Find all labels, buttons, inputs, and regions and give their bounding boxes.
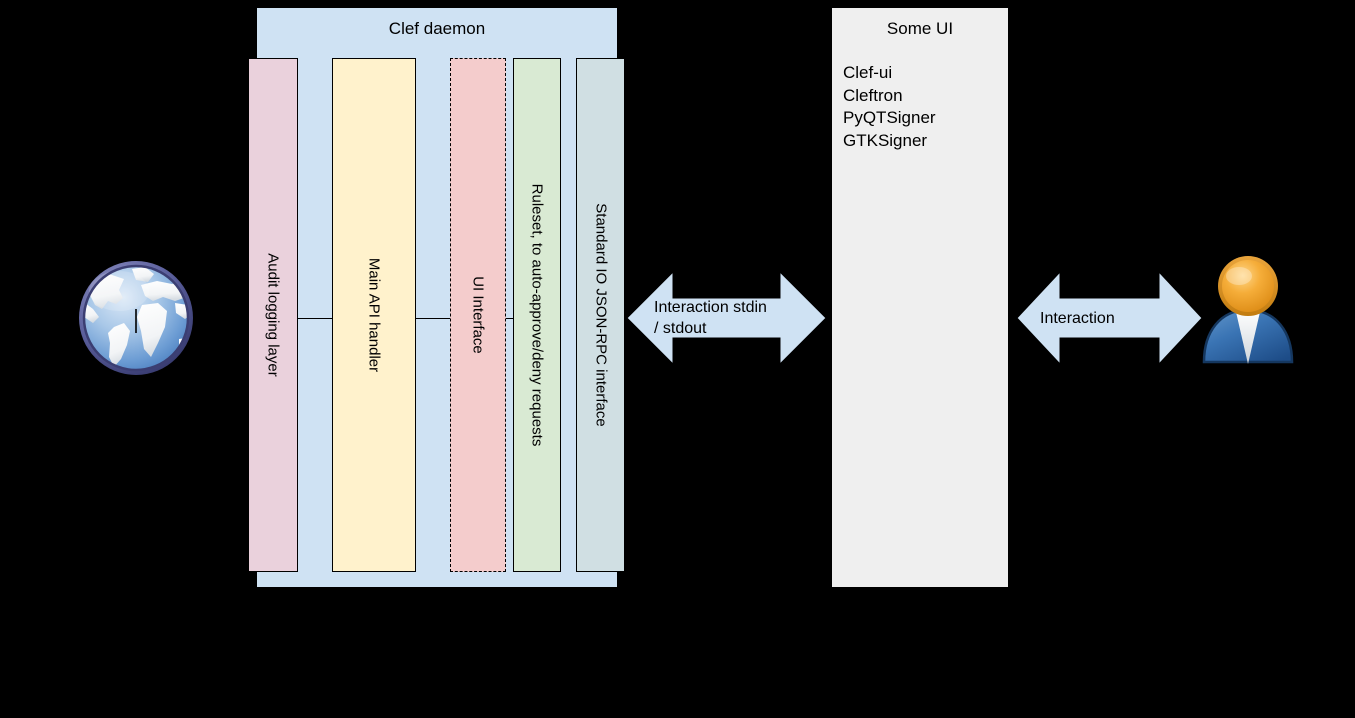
column-ui-interface: UI Interface: [450, 58, 506, 572]
list-item: Clef-ui: [843, 63, 893, 82]
user-arrow-label: Interaction: [1040, 310, 1115, 327]
list-item: Cleftron: [843, 85, 903, 105]
stdio-arrow-label: Interaction stdin / stdout: [654, 299, 767, 337]
column-standard-io-json-rpc: Standard IO JSON-RPC interface: [576, 58, 625, 572]
user-arrow: [1017, 272, 1202, 364]
column-label-standard-io-json-rpc: Standard IO JSON-RPC interface: [592, 203, 609, 427]
connector-line-audit-api: [298, 318, 332, 319]
column-audit-logging-layer: Audit logging layer: [248, 58, 298, 572]
column-label-ruleset: Ruleset, to auto-approve/deny requests: [528, 183, 546, 447]
column-label-ui-interface: UI Interface: [469, 276, 487, 354]
some-ui-title: Some UI: [886, 19, 954, 38]
user-icon: [1196, 252, 1300, 364]
some-ui-list: Clef-ui Cleftron PyQTSigner GTKSigner: [843, 62, 1008, 152]
clef-daemon-container: [257, 8, 617, 587]
some-ui-panel: [832, 8, 1008, 587]
column-ruleset: Ruleset, to auto-approve/deny requests: [513, 58, 561, 572]
list-item: GTKSigner: [843, 130, 928, 150]
column-label-main-api-handler: Main API handler: [365, 257, 383, 373]
column-label-audit-logging-layer: Audit logging layer: [264, 253, 282, 377]
list-item: PyQTSigner: [843, 108, 936, 127]
clef-daemon-title: Clef daemon: [388, 19, 486, 38]
stdio-arrow: [627, 272, 826, 364]
column-main-api-handler: Main API handler: [332, 58, 416, 572]
globe-icon: [75, 257, 197, 379]
connector-line-ui-ruleset: [506, 318, 514, 319]
connector-line-api-ui: [416, 318, 450, 319]
